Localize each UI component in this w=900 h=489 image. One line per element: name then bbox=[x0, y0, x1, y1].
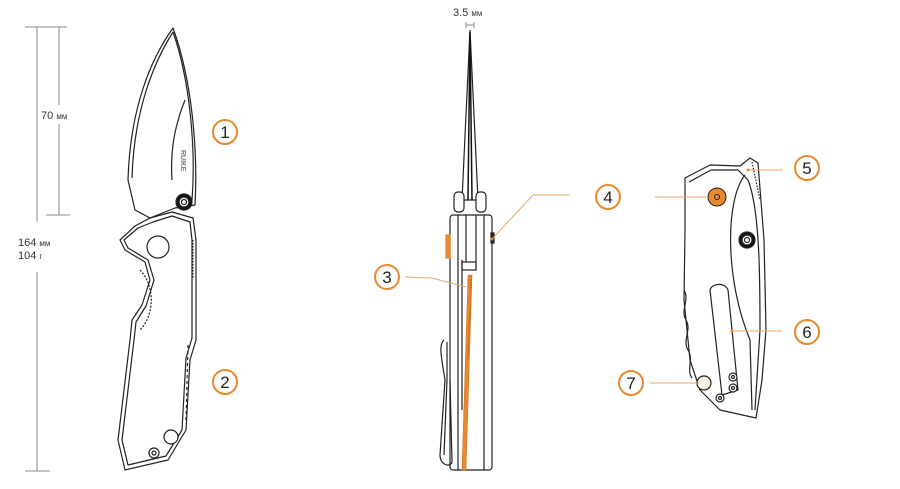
blade-thickness-value: 3.5 bbox=[453, 7, 469, 19]
handle bbox=[117, 211, 197, 471]
blade-thickness-unit: мм bbox=[471, 9, 483, 18]
blade-length-value: 70 bbox=[41, 110, 54, 122]
weight-value: 104 bbox=[18, 250, 37, 262]
callout-2-handle[interactable]: 2 bbox=[212, 369, 238, 395]
callout-7-lanyard-hole[interactable]: 7 bbox=[618, 370, 644, 396]
overall-length-unit: мм bbox=[39, 239, 51, 248]
weight-label: 104 г bbox=[18, 250, 42, 263]
blade-length-unit: мм bbox=[56, 112, 68, 121]
overall-length-label: 164 мм bbox=[18, 237, 50, 250]
blade-thickness-label: 3.5 мм bbox=[453, 7, 482, 20]
callout-3-liner-lock[interactable]: 3 bbox=[374, 264, 400, 290]
weight-unit: г bbox=[39, 252, 43, 261]
brand-mark: RUIKE bbox=[179, 150, 186, 172]
callout-5-thumb-jimping[interactable]: 5 bbox=[794, 155, 820, 181]
liner-lock-highlight bbox=[461, 274, 473, 471]
blade-length-label: 70 мм bbox=[41, 110, 67, 123]
callout-6-pocket-clip[interactable]: 6 bbox=[794, 319, 820, 345]
callout-4-flipper-stud[interactable]: 4 bbox=[595, 184, 621, 210]
blade bbox=[127, 27, 197, 219]
callout-1-blade[interactable]: 1 bbox=[212, 119, 238, 145]
overall-length-value: 164 bbox=[18, 237, 37, 249]
